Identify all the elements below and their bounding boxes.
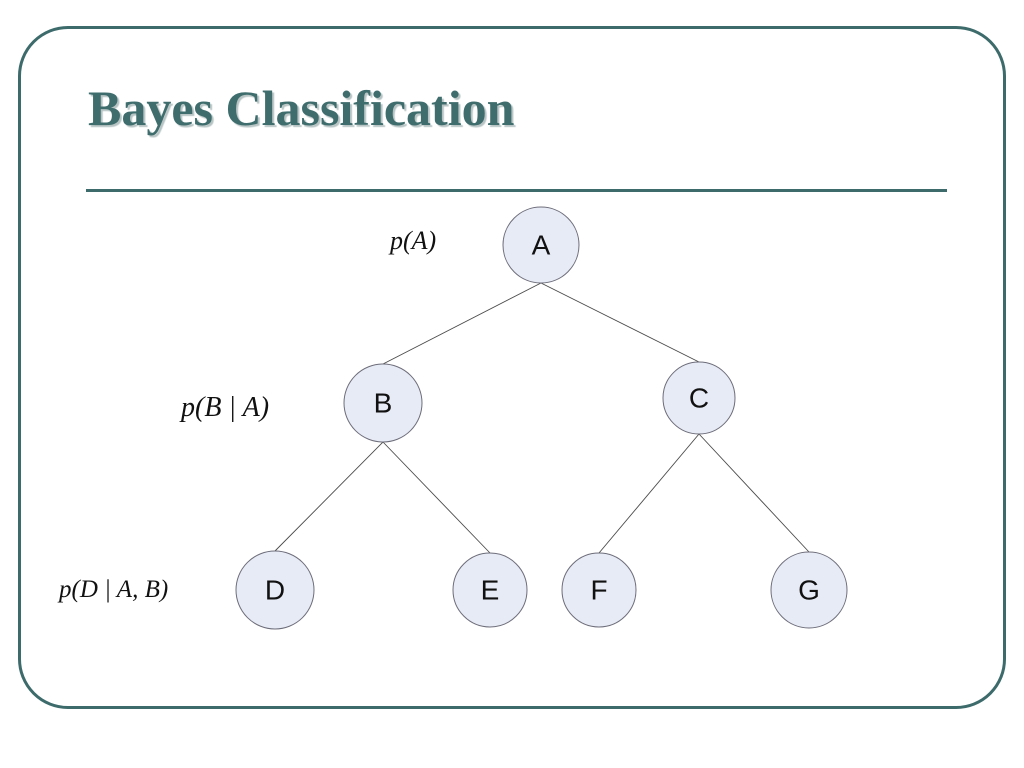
node-label: A: [532, 230, 551, 261]
node-circle: [561, 552, 637, 628]
node-circle: [770, 551, 848, 629]
node-a: A: [502, 206, 580, 284]
prob-label-level3: p(D | A, B): [59, 576, 169, 603]
slide-title: Bayes Classification: [88, 80, 515, 136]
edge-c-g: [698, 433, 810, 553]
node-circle: [343, 363, 423, 443]
node-label: C: [689, 383, 709, 414]
node-circle: [235, 550, 315, 630]
node-circle: [662, 361, 736, 435]
node-e: E: [452, 552, 528, 628]
node-f: F: [561, 552, 637, 628]
title-divider: [86, 189, 947, 192]
node-circle: [452, 552, 528, 628]
node-label: G: [798, 575, 820, 606]
node-label: E: [481, 575, 500, 606]
edge-c-f: [598, 433, 700, 554]
node-d: D: [235, 550, 315, 630]
node-label: D: [265, 575, 285, 606]
node-c: C: [662, 361, 736, 435]
node-b: B: [343, 363, 423, 443]
prob-label-level2: p(B | A): [181, 392, 270, 423]
edge-b-e: [382, 441, 491, 554]
node-label: B: [374, 388, 393, 419]
edge-b-d: [274, 441, 384, 552]
prob-label-level1: p(A): [390, 226, 437, 255]
node-g: G: [770, 551, 848, 629]
edge-a-b: [382, 282, 542, 365]
node-circle: [502, 206, 580, 284]
node-label: F: [590, 575, 607, 606]
nodes-layer: A B C D E F G: [235, 206, 848, 630]
edges-layer: [274, 282, 810, 554]
edge-a-c: [540, 282, 700, 363]
